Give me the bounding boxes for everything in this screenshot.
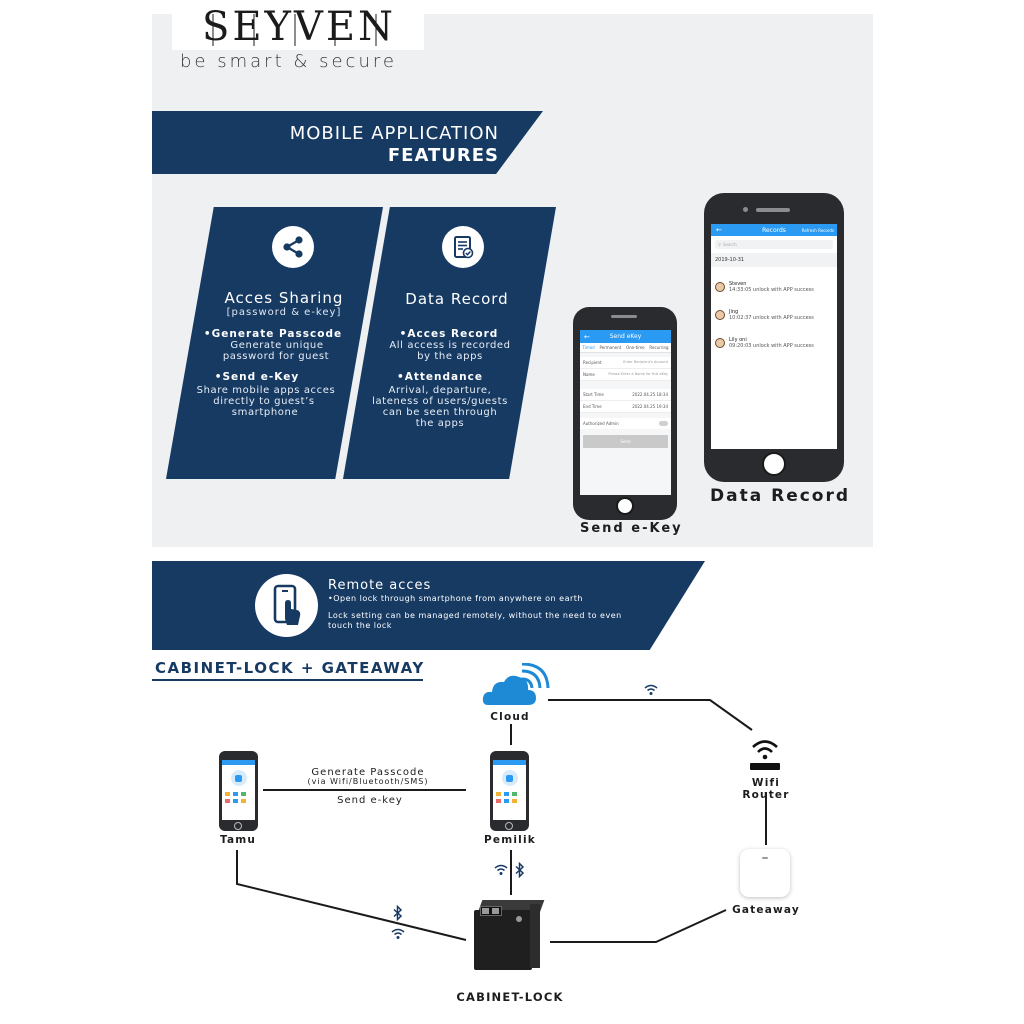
recipient-row[interactable]: Recipient Enter Recipient's Account [580, 357, 671, 369]
data-record-title: Data Record [405, 290, 509, 308]
diagram-title-underline [152, 679, 423, 681]
avatar [715, 338, 725, 348]
bluetooth-icon [515, 862, 525, 878]
wifi-router-label: Wifi Router [742, 777, 790, 801]
wifi-router-icon [750, 740, 780, 770]
wifi-icon [391, 928, 405, 939]
wifi-icon [644, 684, 658, 695]
tab-permanent[interactable]: Permanent [599, 345, 622, 350]
logo-box [172, 6, 424, 50]
features-banner-line1: MOBILE APPLICATION [289, 123, 499, 144]
phone-camera [743, 207, 748, 212]
diagram-title: CABINET-LOCK + GATEAWAY [155, 659, 425, 677]
authorized-admin-row: Authorized Admin [580, 418, 671, 429]
tab-timed[interactable]: Timed [582, 345, 595, 350]
features-banner [152, 111, 543, 174]
send-ekey-desc-3: smartphone [231, 407, 299, 418]
send-ekey-edge-label: Send e-key [337, 795, 403, 806]
back-arrow-icon[interactable]: ← [584, 332, 590, 341]
bluetooth-icon [393, 905, 403, 921]
send-button[interactable]: Send [583, 435, 668, 448]
access-sharing-subtitle: [password & e-key] [226, 307, 342, 318]
record-entry[interactable]: Steven 14:33:05 unlock with APP success [715, 273, 833, 301]
home-button[interactable] [762, 452, 786, 476]
generate-passcode-heading: •Generate Passcode [203, 328, 343, 340]
remote-acces-banner [152, 561, 705, 650]
send-ekey-caption: Send e-Key [580, 521, 683, 536]
phone-speaker [756, 208, 790, 212]
document-check-icon [442, 226, 484, 268]
avatar [715, 282, 725, 292]
end-time-row[interactable]: End Time 2022.04.25 19:34 [580, 401, 671, 413]
smartphone-hand-icon [255, 574, 318, 637]
send-ekey-desc-2: directly to guest’s [213, 396, 315, 407]
remote-acces-point-2: Lock setting can be managed remotely, wi… [328, 611, 622, 630]
cabinet-lock-device-icon [474, 900, 545, 970]
gateway-lock-link [550, 909, 727, 943]
authorized-admin-toggle[interactable] [659, 421, 668, 426]
records-screen: ← Records Refresh Records ⚲ Search 2019-… [711, 224, 837, 449]
record-entry[interactable]: Lily oni 09:20:03 unlock with APP succes… [715, 329, 833, 357]
tab-recurring[interactable]: Recurring [649, 345, 669, 350]
start-time-row[interactable]: Start Time 2022.04.25 18:34 [580, 389, 671, 401]
tamu-label: Tamu [219, 834, 257, 846]
send-ekey-heading: •Send e-Key [214, 371, 300, 383]
records-app-title: Records [762, 226, 786, 234]
search-icon: ⚲ [718, 242, 721, 247]
send-ekey-screen: ← Send eKey Timed Permanent One-time Rec… [580, 330, 671, 495]
generate-passcode-edge-label: Generate Passcode [311, 767, 425, 778]
generate-passcode-desc-2: password for guest [222, 351, 330, 362]
tamu-lock-link [236, 850, 467, 941]
generate-passcode-desc-1: Generate unique [230, 340, 324, 351]
pemilik-phone-icon [490, 751, 529, 831]
share-icon [272, 226, 314, 268]
acces-record-heading: •Acces Record [399, 328, 499, 340]
avatar [715, 310, 725, 320]
access-sharing-title: Acces Sharing [224, 289, 344, 307]
acces-record-desc-2: by the apps [417, 351, 483, 362]
delivery-channels-edge-label: (via Wifi/Bluetooth/SMS) [307, 777, 429, 786]
brand-tagline: be smart & secure [180, 51, 397, 72]
cabinet-lock-label: CABINET-LOCK [456, 990, 564, 1004]
home-button[interactable] [616, 497, 634, 515]
search-bar[interactable]: ⚲ Search [715, 240, 833, 249]
refresh-records-link[interactable]: Refresh Records [801, 227, 834, 233]
send-ekey-app-title: Send eKey [609, 333, 642, 340]
remote-acces-point-1: •Open lock through smartphone from anywh… [328, 594, 583, 603]
logo-dividers [212, 14, 377, 46]
attendance-desc-4: the apps [415, 418, 465, 429]
pemilik-label: Pemilik [484, 834, 536, 846]
attendance-desc-1: Arrival, departure, [388, 385, 492, 396]
cloud-router-link [548, 699, 753, 731]
attendance-heading: •Attendance [397, 371, 483, 383]
acces-record-desc-1: All access is recorded [389, 340, 511, 351]
features-banner-line2: FEATURES [387, 145, 499, 166]
record-entry[interactable]: Jing 10:02:37 unlock with APP success [715, 301, 833, 329]
cloud-wifi-icon [482, 663, 550, 705]
brand-logo: SEYVEN [201, 4, 397, 50]
records-date-header: 2019-10-31 [711, 253, 837, 267]
wifi-icon [494, 864, 508, 875]
attendance-desc-3: can be seen through [382, 407, 498, 418]
data-record-caption: Data Record [710, 486, 851, 506]
gateway-label: Gateaway [732, 904, 800, 916]
send-ekey-desc-1: Share mobile apps acces [196, 385, 336, 396]
remote-acces-title: Remote acces [328, 578, 432, 593]
tab-one-time[interactable]: One-time [626, 345, 645, 350]
name-row[interactable]: Name Please Enter a Name for this eKey [580, 369, 671, 381]
attendance-desc-2: lateness of users/guests [372, 396, 508, 407]
back-arrow-icon[interactable]: ← [716, 226, 722, 234]
phone-speaker [611, 315, 637, 318]
tamu-phone-icon [219, 751, 258, 831]
cloud-label: Cloud [490, 711, 530, 723]
gateway-device-icon [740, 849, 790, 897]
